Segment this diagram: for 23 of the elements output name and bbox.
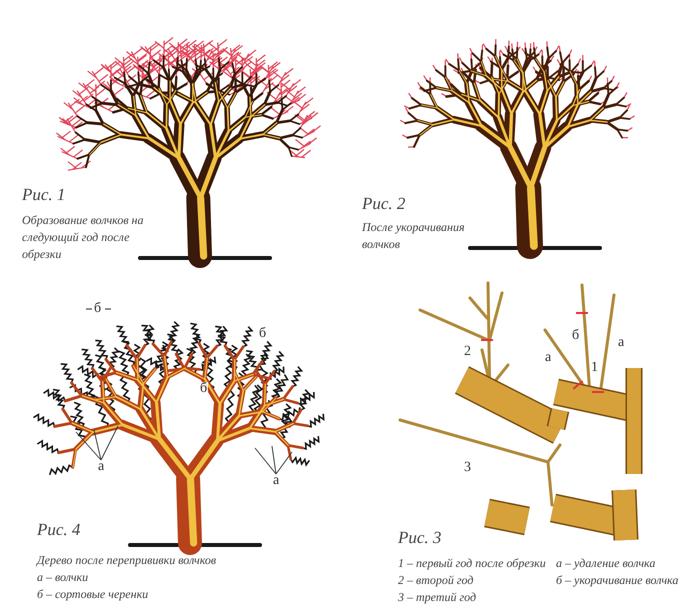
figure-caption: б – сортовые черенки — [37, 586, 148, 603]
figure-number: Рис. 3 — [398, 528, 442, 548]
figure-number: Рис. 2 — [362, 194, 406, 214]
figure-caption: Образование волчков на следующий год после обрезки — [22, 212, 144, 263]
figure-caption: Дерево после перепрививки волчков — [37, 552, 216, 569]
callout-letter: а — [97, 460, 106, 474]
leader-line — [100, 426, 118, 460]
leader-line — [94, 430, 102, 460]
figure-caption: 2 – второй год — [398, 572, 474, 589]
figure-caption: 3 – третий год — [398, 589, 476, 606]
figure-caption: а – волчки — [37, 569, 88, 586]
leader-line — [272, 446, 276, 474]
callout-letter: 1 — [590, 361, 599, 375]
figure-caption: б – укорачивание волчка — [556, 572, 678, 589]
callout-letter: а — [272, 474, 280, 488]
figure-number: Рис. 4 — [37, 520, 80, 540]
leader-line — [276, 452, 292, 474]
figure-caption: После укорачивания волчков — [362, 219, 466, 253]
figure-number: Рис. 1 — [22, 185, 66, 205]
leader-line — [254, 448, 276, 474]
figure-caption: 1 – первый год после обрезки — [398, 555, 546, 572]
figure-caption: а – удаление волчка — [556, 555, 656, 572]
leader-line — [76, 432, 102, 460]
